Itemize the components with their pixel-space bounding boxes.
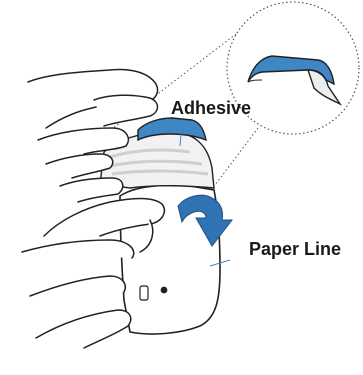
device-port — [140, 286, 148, 300]
lower-finger-3 — [36, 310, 131, 348]
lower-finger-1 — [22, 240, 134, 258]
adhesive-label: Adhesive — [171, 99, 251, 117]
device-button — [161, 287, 168, 294]
paper-liner-label: Paper Line — [249, 240, 341, 258]
upper-finger-1 — [94, 95, 158, 126]
lower-finger-2 — [30, 276, 125, 296]
magnifier-line-bottom — [215, 128, 258, 185]
upper-finger-4 — [60, 178, 123, 202]
